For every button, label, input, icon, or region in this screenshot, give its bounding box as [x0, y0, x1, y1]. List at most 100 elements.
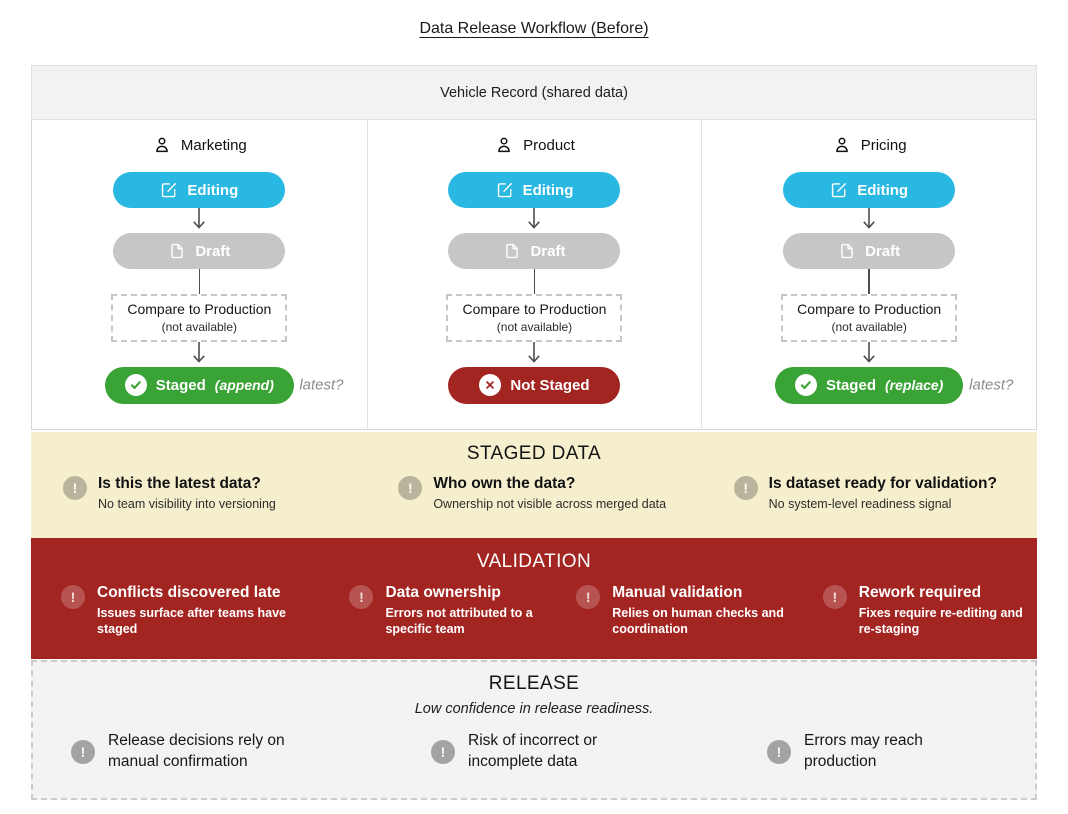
person-icon — [152, 135, 172, 155]
editing-label: Editing — [522, 181, 574, 199]
release-title: RELEASE — [488, 673, 580, 694]
compare-subtitle: (not available) — [831, 319, 907, 334]
column-product: Product Editing Draft Compare to Product… — [366, 120, 702, 429]
item-subtext: Relies on human checks and coordination — [612, 605, 784, 636]
compare-title: Compare to Production — [127, 301, 272, 317]
warning-icon: ! — [822, 585, 847, 609]
warning-icon: ! — [63, 476, 87, 500]
compare-to-production-box: Compare to Production (not available) — [446, 294, 623, 342]
arrow-down-icon — [527, 341, 541, 367]
item-text: Risk of incorrect or incomplete data — [468, 732, 598, 770]
staged-item: ! Who own the data? Ownership not visibl… — [366, 475, 701, 512]
connector-line — [533, 269, 536, 294]
draft-label: Draft — [530, 242, 566, 260]
compare-to-production-box: Compare to Production (not available) — [781, 294, 958, 342]
compare-to-production-box: Compare to Production (not available) — [111, 294, 288, 342]
result-label: Staged — [825, 376, 876, 394]
editing-label: Editing — [187, 181, 239, 199]
result-label: Staged — [155, 376, 206, 394]
team-label: Product — [523, 136, 575, 154]
release-item: ! Errors may reach production — [701, 731, 1035, 773]
warning-icon: ! — [733, 476, 758, 500]
editing-label: Editing — [857, 181, 909, 199]
item-heading: Is dataset ready for validation? — [768, 475, 997, 492]
warning-icon: ! — [767, 739, 791, 764]
validation-items: ! Conflicts discovered late Issues surfa… — [31, 584, 1037, 637]
result-mode: (append) — [214, 377, 274, 393]
latest-question-note: latest? — [969, 376, 1014, 394]
shared-data-header: Vehicle Record (shared data) — [31, 65, 1037, 120]
warning-icon: ! — [71, 739, 95, 764]
item-text: Errors may reach production — [804, 732, 923, 770]
document-icon — [503, 242, 521, 260]
item-heading: Who own the data? — [433, 475, 576, 492]
item-subtext: Issues surface after teams have staged — [97, 605, 286, 636]
item-subtext: Ownership not visible across merged data — [433, 496, 667, 511]
staged-result-pill: Staged (replace) — [774, 366, 964, 404]
staged-data-items: ! Is this the latest data? No team visib… — [31, 475, 1037, 512]
compare-subtitle: (not available) — [496, 319, 573, 334]
item-heading: Is this the latest data? — [98, 475, 261, 492]
staged-data-title: STAGED DATA — [466, 443, 602, 464]
warning-icon: ! — [576, 585, 601, 609]
team-columns: Marketing Editing Draft Compare to Produ… — [31, 120, 1037, 430]
staged-item: ! Is this the latest data? No team visib… — [31, 475, 366, 512]
page-title: Data Release Workflow (Before) — [419, 20, 649, 37]
document-icon — [838, 242, 856, 260]
team-label: Pricing — [860, 136, 907, 154]
edit-icon — [496, 181, 514, 199]
result-label: Not Staged — [510, 376, 590, 394]
result-mode: (replace) — [884, 377, 944, 393]
result-row: Staged (append) latest? — [32, 366, 367, 404]
warning-icon: ! — [61, 585, 85, 609]
editing-state-pill: Editing — [783, 172, 956, 208]
compare-title: Compare to Production — [462, 301, 607, 317]
editing-state-pill: Editing — [113, 172, 286, 208]
team-header: Pricing — [832, 135, 907, 155]
check-icon — [794, 374, 817, 396]
item-heading: Conflicts discovered late — [97, 584, 281, 601]
release-item: ! Risk of incorrect or incomplete data — [367, 731, 701, 773]
team-header: Product — [494, 135, 575, 155]
not-staged-result-pill: Not Staged — [448, 366, 621, 404]
release-item: ! Release decisions rely on manual confi… — [33, 731, 367, 773]
staged-result-pill: Staged (append) — [104, 366, 294, 404]
item-subtext: Errors not attributed to a specific team — [385, 605, 533, 636]
warning-icon: ! — [431, 739, 455, 764]
workflow-panel: Vehicle Record (shared data) Marketing E… — [31, 65, 1037, 430]
x-icon — [479, 374, 502, 396]
draft-state-pill: Draft — [113, 233, 286, 269]
person-icon — [494, 135, 514, 155]
column-marketing: Marketing Editing Draft Compare to Produ… — [32, 120, 367, 429]
arrow-down-icon — [192, 341, 206, 367]
draft-state-pill: Draft — [783, 233, 956, 269]
validation-item: ! Conflicts discovered late Issues surfa… — [31, 584, 319, 637]
draft-label: Draft — [865, 242, 901, 260]
result-row: Not Staged — [368, 366, 702, 404]
latest-question-note: latest? — [299, 376, 344, 394]
shared-data-label: Vehicle Record (shared data) — [440, 84, 628, 101]
item-subtext: No team visibility into versioning — [98, 496, 276, 511]
team-label: Marketing — [180, 136, 247, 154]
edit-icon — [830, 181, 848, 199]
connector-line — [198, 269, 201, 294]
release-band: RELEASE Low confidence in release readin… — [31, 660, 1037, 800]
arrow-down-icon — [862, 208, 876, 233]
team-header: Marketing — [152, 135, 247, 155]
warning-icon: ! — [398, 476, 423, 500]
release-subtitle: Low confidence in release readiness. — [414, 701, 654, 717]
edit-icon — [160, 181, 178, 199]
draft-label: Draft — [195, 242, 231, 260]
item-text: Release decisions rely on manual confirm… — [108, 732, 285, 770]
validation-band: VALIDATION ! Conflicts discovered late I… — [31, 538, 1037, 659]
arrow-down-icon — [192, 208, 206, 233]
validation-title: VALIDATION — [476, 551, 592, 572]
item-subtext: No system-level readiness signal — [768, 496, 952, 511]
release-items: ! Release decisions rely on manual confi… — [33, 731, 1035, 773]
compare-title: Compare to Production — [797, 301, 942, 317]
draft-state-pill: Draft — [448, 233, 621, 269]
validation-item: ! Data ownership Errors not attributed t… — [319, 584, 546, 637]
editing-state-pill: Editing — [448, 172, 621, 208]
validation-item: ! Manual validation Relies on human chec… — [546, 584, 793, 637]
item-heading: Data ownership — [385, 584, 501, 601]
